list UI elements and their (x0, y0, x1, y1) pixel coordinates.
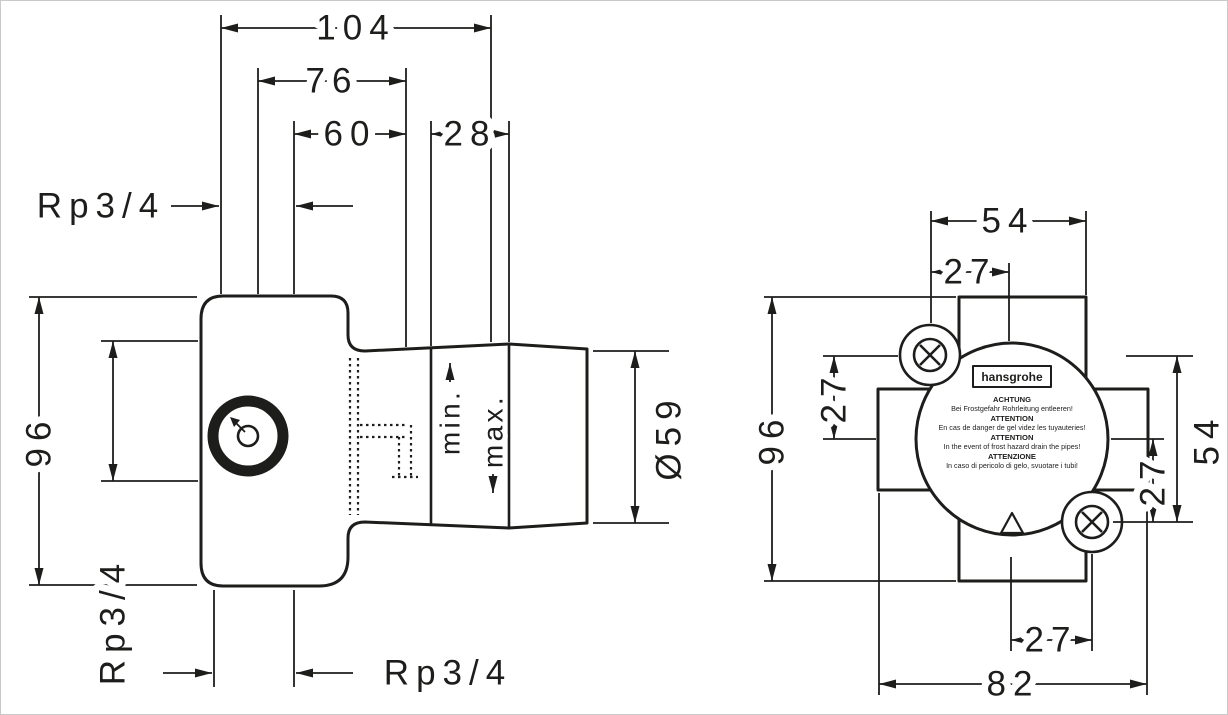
valve-spindle (207, 395, 289, 477)
screw-cross-icon (1081, 511, 1103, 533)
cover-cap-circle (914, 341, 1110, 537)
mounting-ear-top-left (898, 323, 962, 387)
dim-label-60: 60 (324, 115, 377, 154)
warning-text: ACHTUNG Bei Frostgefahr Rohrleitung entl… (938, 395, 1085, 470)
extension-lines (764, 211, 1193, 695)
mounting-ear-bottom-right (1060, 490, 1124, 554)
spindle-pointer-tip-icon (230, 417, 240, 427)
dimension-lines (34, 23, 640, 678)
hidden-internals (348, 358, 418, 515)
warning-text-line: ATTENZIONE (988, 452, 1036, 461)
warning-text-line: Bei Frostgefahr Rohrleitung entleeren! (951, 404, 1073, 413)
min-depth-label: min. (435, 389, 466, 455)
dim-label-82: 82 (987, 665, 1040, 704)
dim-label-27-bottom: 27 (1025, 621, 1078, 660)
spindle-ring (207, 395, 289, 477)
dim-label-96-front: 96 (753, 413, 792, 466)
side-view: 104 76 60 28 Rp3/4 96 Rp3/4 Rp3/4 Ø59 mi… (13, 2, 696, 700)
warning-text-line: ACHTUNG (993, 395, 1031, 404)
dim-label-54-right: 54 (1188, 413, 1227, 466)
warning-text-line: En cas de danger de gel videz les tuyaut… (938, 423, 1085, 432)
dim-label-27-top: 27 (944, 253, 997, 292)
warning-text-line: In caso di pericolo di gelo, svuotare i … (946, 461, 1078, 470)
max-depth-label: max. (478, 394, 509, 468)
front-view: hansgrohe ACHTUNG Bei Frostgefahr Rohrle… (746, 195, 1228, 711)
dim-label-27-left: 27 (815, 371, 854, 424)
dim-label-104: 104 (316, 9, 395, 48)
dimension-lines (767, 216, 1182, 689)
dim-label-96-side: 96 (20, 415, 59, 468)
warning-text-line: ATTENTION (991, 433, 1034, 442)
brand-logo: hansgrohe (981, 370, 1043, 384)
warning-text-line: In the event of frost hazard drain the p… (944, 442, 1081, 451)
screw-cross-icon (919, 344, 941, 366)
flow-direction-arrow-icon (999, 511, 1025, 535)
thread-label-bottom: Rp3/4 (384, 654, 512, 693)
thread-label-left: Rp3/4 (94, 557, 133, 685)
dim-label-28: 28 (444, 115, 497, 154)
thread-label-top: Rp3/4 (37, 187, 165, 226)
valve-body-profile (199, 294, 589, 588)
warning-text-line: ATTENTION (991, 414, 1034, 423)
dim-label-54-top: 54 (982, 202, 1035, 241)
brand-logo-box (972, 365, 1052, 388)
dim-label-27-right: 27 (1134, 454, 1173, 507)
dim-label-diameter-59: Ø59 (650, 393, 689, 480)
spindle-center (236, 424, 260, 448)
dim-label-76: 76 (306, 62, 359, 101)
